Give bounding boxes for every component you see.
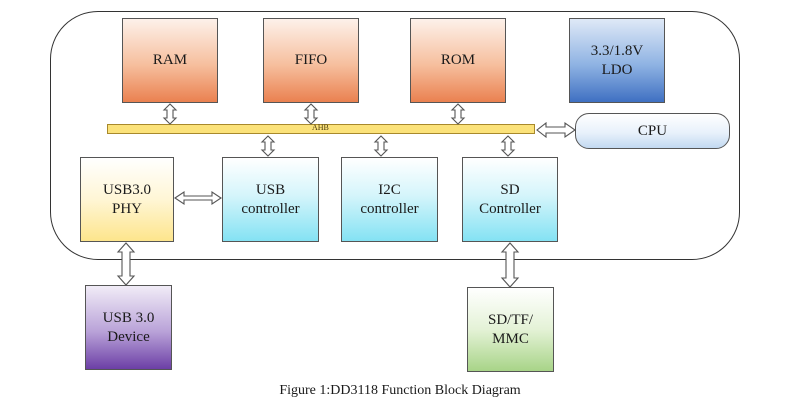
chip-boundary — [50, 11, 740, 260]
ldo-block: 3.3/1.8V LDO — [569, 18, 665, 103]
ahb-bus — [107, 124, 535, 134]
bus-usb-controller-arrow — [261, 135, 275, 157]
sd-controller-card-arrow — [500, 242, 520, 288]
usb-phy-block: USB3.0 PHY — [80, 157, 174, 242]
i2c-controller-block: I2C controller — [341, 157, 438, 242]
bus-sd-controller-arrow — [501, 135, 515, 157]
phy-usb-controller-arrow — [174, 190, 222, 206]
bus-cpu-arrow — [536, 121, 576, 139]
cpu-block: CPU — [575, 113, 730, 149]
ram-bus-arrow — [163, 103, 177, 125]
fifo-block: FIFO — [263, 18, 359, 103]
sd-controller-block: SD Controller — [462, 157, 558, 242]
phy-usb-device-arrow — [116, 242, 136, 286]
fifo-bus-arrow — [304, 103, 318, 125]
figure-caption: Figure 1:DD3118 Function Block Diagram — [279, 383, 521, 398]
usb-device-block: USB 3.0 Device — [85, 285, 172, 370]
usb-controller-block: USB controller — [222, 157, 319, 242]
bus-i2c-controller-arrow — [374, 135, 388, 157]
ahb-bus-label: AHB — [312, 123, 329, 132]
ram-block: RAM — [122, 18, 218, 103]
sd-card-block: SD/TF/ MMC — [467, 287, 554, 372]
rom-bus-arrow — [451, 103, 465, 125]
rom-block: ROM — [410, 18, 506, 103]
